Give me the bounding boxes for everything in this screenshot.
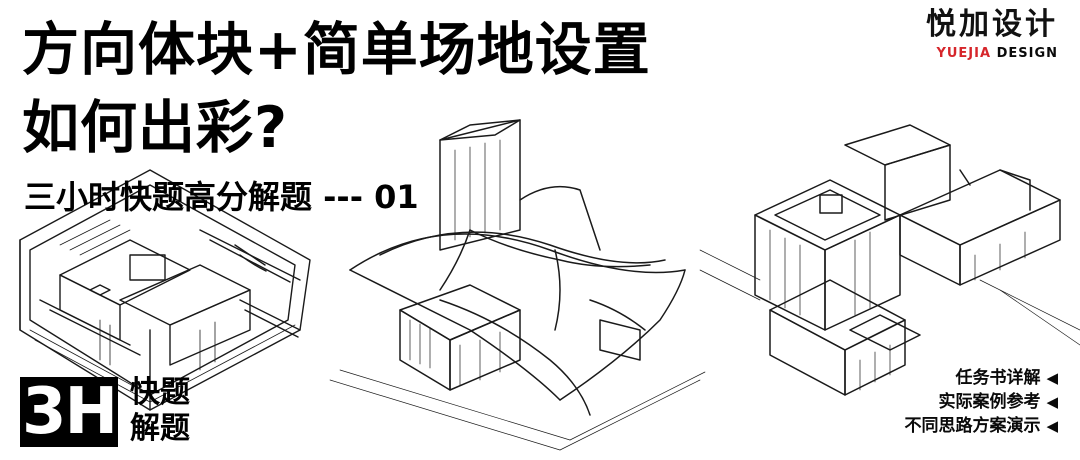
badge-label-1: 快题 <box>130 375 190 410</box>
feature-item: 实际案例参考 ◀ <box>904 390 1058 414</box>
axonometric-sketch-right <box>754 124 1080 396</box>
feature-list: 任务书详解 ◀ 实际案例参考 ◀ 不同思路方案演示 ◀ <box>904 366 1058 438</box>
brand-logo: 悦加设计 YUEJIA DESIGN <box>926 7 1058 62</box>
badge-label-2: 解题 <box>130 411 190 446</box>
left-triangle-icon: ◀ <box>1046 369 1058 387</box>
brand-en-rest: DESIGN <box>991 46 1058 61</box>
left-triangle-icon: ◀ <box>1046 393 1058 411</box>
feature-label: 任务书详解 <box>955 368 1041 388</box>
brand-name-en: YUEJIA DESIGN <box>926 46 1058 61</box>
feature-item: 不同思路方案演示 ◀ <box>904 414 1058 438</box>
left-triangle-icon: ◀ <box>1046 417 1058 435</box>
feature-label: 实际案例参考 <box>938 392 1041 412</box>
axonometric-sketch-left <box>19 169 311 411</box>
main-title-line-2: 如何出彩? <box>22 95 289 161</box>
feature-label: 不同思路方案演示 <box>904 416 1041 436</box>
subtitle: 三小时快题高分解题 --- 01 <box>24 178 419 216</box>
duration-badge: 3H <box>20 375 118 449</box>
brand-name-cn: 悦加设计 <box>926 7 1058 42</box>
brand-en-accent: YUEJIA <box>936 46 992 61</box>
main-title-line-1: 方向体块+简单场地设置 <box>22 17 651 83</box>
feature-item: 任务书详解 ◀ <box>904 366 1058 390</box>
axonometric-sketch-center <box>329 119 761 451</box>
